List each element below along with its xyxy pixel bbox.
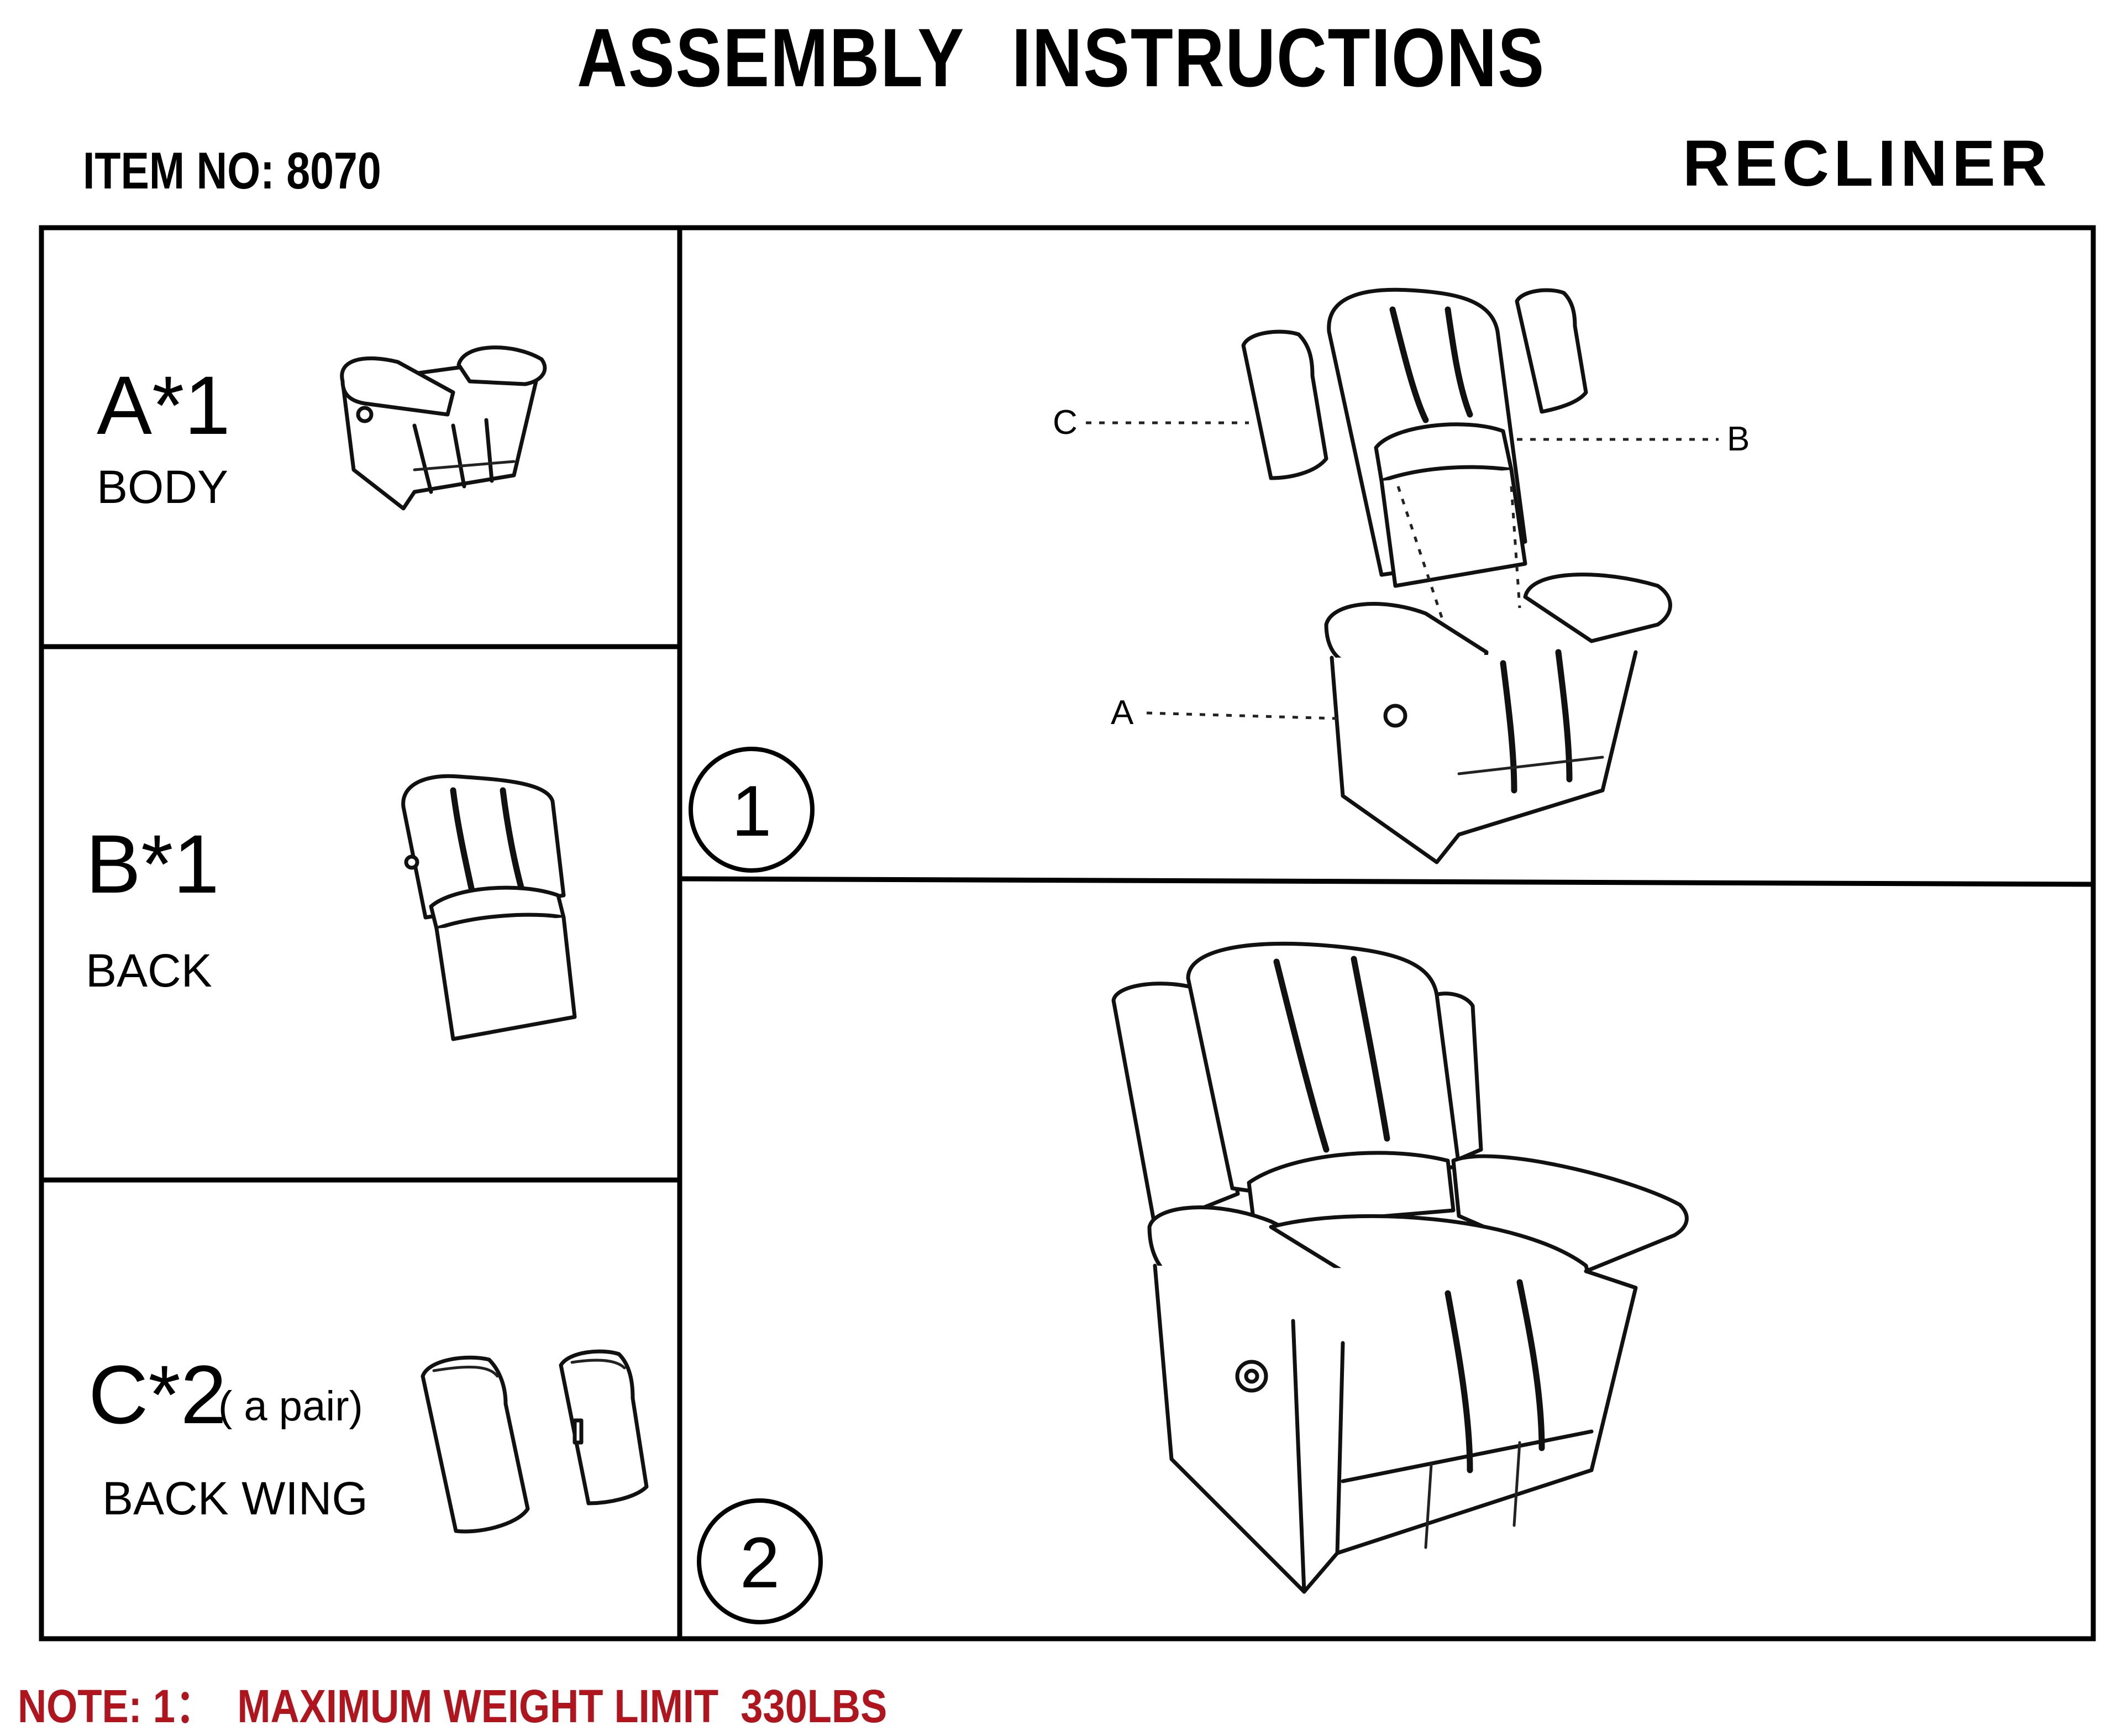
part-c-code: C*2 xyxy=(88,1348,227,1441)
part-c-qualifier: ( a pair) xyxy=(218,1383,363,1430)
part-c-wing-right-illustration xyxy=(561,1351,647,1503)
part-a-name: BODY xyxy=(97,461,228,513)
part-a-code: A*1 xyxy=(97,359,230,452)
part-c-panel: C*2 ( a pair) BACK WING xyxy=(88,1348,647,1532)
right-row-divider xyxy=(680,879,2093,884)
part-a-body-illustration xyxy=(342,348,545,508)
part-b-code: B*1 xyxy=(86,817,219,910)
part-b-name: BACK xyxy=(86,945,212,997)
weight-limit-note: NOTE: 1： MAXIMUM WEIGHT LIMIT 330LBS xyxy=(18,1669,887,1736)
step-2-assembled-illustration xyxy=(1113,944,1687,1592)
step-1-panel: 1 C B A xyxy=(691,290,1750,870)
step-2-panel: 2 xyxy=(699,944,1687,1623)
part-c-wing-left-illustration xyxy=(423,1357,528,1532)
step-1-exploded-illustration xyxy=(1086,290,1719,862)
step-1-number: 1 xyxy=(732,770,771,851)
guide-a xyxy=(1147,713,1337,718)
callout-a: A xyxy=(1111,694,1134,732)
part-b-back-illustration xyxy=(403,776,575,1039)
callout-c: C xyxy=(1053,403,1078,442)
callout-b: B xyxy=(1727,420,1750,458)
part-a-panel: A*1 BODY xyxy=(97,348,545,513)
part-b-panel: B*1 BACK xyxy=(86,776,575,1039)
part-c-name: BACK WING xyxy=(102,1472,368,1524)
step-2-number: 2 xyxy=(740,1522,780,1603)
